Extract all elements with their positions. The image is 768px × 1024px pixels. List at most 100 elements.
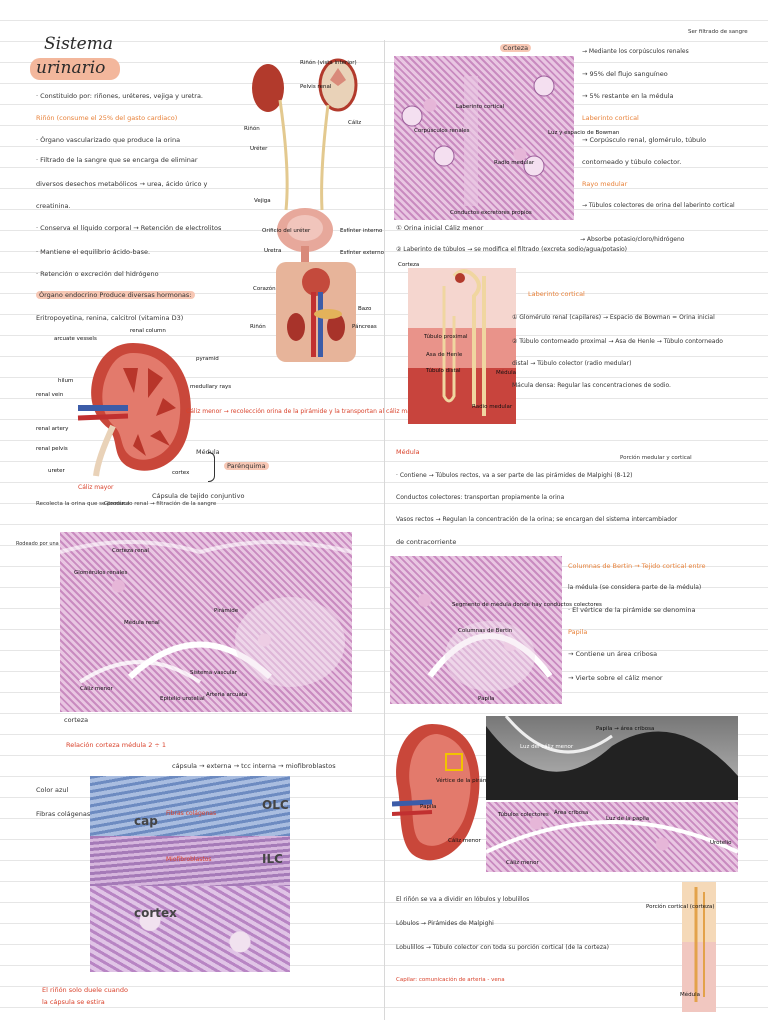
kidney-histology-image [60, 532, 352, 712]
title-highlight [30, 58, 120, 80]
corteza-note-4: → Corpúsculo renal, glomérulo, túbulo [582, 136, 707, 144]
kidney-note-0: Cáliz menor → recolección orina de la pi… [186, 408, 421, 415]
histo1-label-6: Sistema vascular [190, 670, 238, 676]
note-0: · Constituido por: riñones, uréteres, ve… [36, 92, 203, 100]
corteza-label: corteza [64, 716, 89, 724]
column-divider [384, 40, 385, 1020]
corteza-note-7: → Túbulos colectores de orina del laberi… [582, 202, 735, 209]
kidney-label-4: hilum [58, 378, 74, 384]
kidney-label-6: renal artery [36, 426, 69, 432]
urinary-label-5: Vejiga [254, 198, 271, 204]
bottom-right-note-2: Lobulillos → Túbulo colector con toda su… [396, 944, 610, 951]
nephron-header: ① Orina inicial Cáliz menor [396, 224, 484, 232]
kidney2-label-2: Papila [420, 804, 437, 810]
torso-illustration [276, 262, 356, 362]
urinary-label-2: Riñón [244, 126, 260, 132]
cortex-hist-label-3: Luz y espacio de Bowman [548, 130, 620, 136]
urinary-label-9: Esfínter externo [340, 250, 384, 256]
title-line1: Sistema [44, 34, 113, 54]
note-5: creatinina. [36, 202, 71, 210]
corteza-note-3: Laberinto cortical [582, 114, 639, 122]
histo1-label-5: Epitelio urotelial [160, 696, 205, 702]
note-8: · Retención o excreción del hidrógeno [36, 270, 159, 278]
corteza-note-2: → 5% restante en la médula [582, 92, 674, 100]
medula-note-9: → Vierte sobre el cáliz menor [568, 674, 663, 682]
kidney-label-1: renal column [130, 328, 166, 334]
kidney-papilla-illustration [392, 724, 484, 870]
capsule-note: cápsula → externa → tcc interna → miofib… [172, 762, 336, 770]
corteza-title: Corteza [500, 44, 532, 52]
nephron-label-4: Radio medular [472, 404, 513, 410]
xray-label-1: Papila → área cribosa [596, 726, 655, 732]
histo1-label-2: Médula renal [124, 620, 160, 626]
nephron-note-5: distal → Túbulo colector (radio medular) [512, 360, 632, 367]
medula-note-1: Conductos colectores: transportan propia… [396, 494, 565, 501]
torso-label-2: Riñón [250, 324, 266, 330]
medula-note-0: · Contiene → Túbulos rectos, va a ser pa… [396, 472, 633, 479]
urinary-label-3: Uréter [250, 146, 268, 152]
title-line2: urinario [36, 58, 106, 78]
lobule-diagram [674, 882, 724, 1012]
side-note-0: Color azul [36, 786, 69, 794]
urinary-label-1: Pelvis renal [300, 84, 332, 90]
nephron-label-3: Túbulo distal [426, 368, 461, 374]
medula-note-6: · El vértice de la pirámide se denomina [568, 606, 696, 614]
kidney2-label-0: Vértice de la pirámide [436, 778, 497, 784]
histo1-label-7: Arteria arcuata [206, 692, 248, 698]
bottom-right-note-0: El riñón se va a dividir en lóbulos y lo… [396, 896, 530, 903]
kidney-note-4: Cápsula de tejido conjuntivo [152, 492, 245, 500]
cortex-hist-label-0: Corpúsculos renales [414, 128, 470, 134]
histo2-label-4: Fibras colágenas [166, 810, 217, 817]
cortex-hist-label-2: Radio medular [494, 160, 535, 166]
histo4-label-2: Luz de la papila [606, 816, 650, 822]
relation-note: Relación corteza médula 2 ÷ 1 [66, 741, 167, 749]
medula-note-7: Papila [568, 628, 588, 636]
kidney-note-7: Recolecta la orina que se produce [36, 501, 130, 507]
capsule-histology-image [90, 776, 290, 972]
nephron-note-3: ① Glomérulo renal (capilares) → Espacio … [512, 314, 715, 321]
nephron-label-2: Asa de Henle [426, 352, 463, 358]
brace-medula-cortex [208, 452, 215, 482]
nephron-note-6: Mácula densa: Regular las concentracione… [512, 382, 671, 389]
capilar-note: Capilar: comunicación de arteria - vena [396, 977, 505, 983]
kidney-label-9: cortex [172, 470, 190, 476]
histo2-label-2: ILC [262, 852, 283, 866]
note-6: · Conserva el líquido corporal → Retenci… [36, 224, 222, 232]
side-note-1: Fibras colágenas [36, 810, 91, 818]
histo1-label-3: Pirámide [214, 608, 239, 614]
bottom-note-1: la cápsula se estira [42, 998, 105, 1006]
kidney-label-2: pyramid [196, 356, 219, 362]
kidney-label-3: medullary rays [190, 384, 232, 390]
histo3-label-0: Segmento de médula donde hay conductos c… [452, 602, 602, 608]
urinary-label-0: Riñón (vista interior) [300, 60, 357, 66]
histo1-label-1: Glomérulos renales [74, 570, 128, 576]
histo4-label-3: Cáliz menor [506, 860, 539, 866]
note-1: Riñón (consume el 25% del gasto cardiaco… [36, 114, 178, 122]
nephron-label-1: Túbulo proximal [424, 334, 468, 340]
note-9: Órgano endocrino Produce diversas hormon… [36, 291, 195, 299]
histo3-label-2: Papila [478, 696, 495, 702]
torso-label-1: Bazo [358, 306, 372, 312]
medula-note-5: la médula (se considera parte de la médu… [568, 584, 702, 591]
kidney-note-5: Cáliz mayor [78, 484, 114, 491]
cortex-histology-image [394, 56, 574, 220]
medulla-histology-image [390, 556, 562, 704]
urinary-system-illustration [240, 50, 370, 275]
cortex-hist-label-4: Conductos excretores propios [450, 210, 532, 216]
corteza-top-note: Ser filtrado de sangre [688, 29, 748, 35]
histo1-label-0: Corteza renal [112, 548, 149, 554]
medula-note-8: → Contiene un área cribosa [568, 650, 658, 658]
nephron-note-1: → Absorbe potasio/cloro/hidrógeno [580, 236, 685, 243]
nephron-note-4: ② Túbulo contorneado proximal → Asa de H… [512, 338, 723, 345]
urinary-label-6: Orificio del uréter [262, 228, 311, 234]
kidney-label-5: renal vein [36, 392, 64, 398]
histo4-label-1: Área cribosa [554, 810, 589, 816]
histo3-label-1: Columnas de Bertin [458, 628, 513, 634]
xray-label-0: Luz del cáliz menor [520, 744, 574, 750]
medula-title: Médula [396, 448, 420, 456]
histo4-label-0: Túbulos colectores [498, 812, 549, 818]
medula-note-2: Vasos rectos → Regulan la concentración … [396, 516, 678, 523]
note-3: · Filtrado de la sangre que se encarga d… [36, 156, 198, 164]
medula-note-3: de contracorriente [396, 538, 457, 546]
